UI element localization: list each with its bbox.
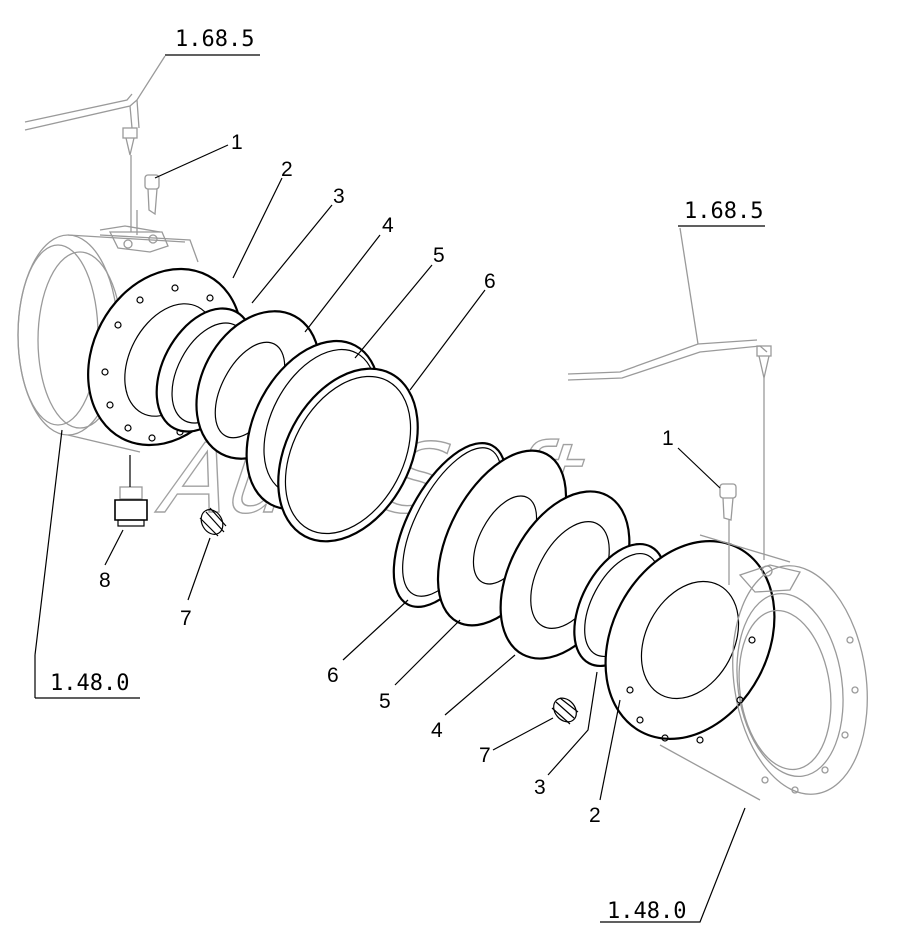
right-part-number-2: 2	[589, 804, 601, 827]
left-bolt-part-1	[144, 174, 160, 216]
right-part-number-6: 6	[327, 664, 339, 687]
right-part-number-3: 3	[534, 776, 546, 799]
right-part-number-5: 5	[379, 690, 391, 713]
right-housing-bolt-holes	[626, 636, 859, 794]
left-part-number-2: 2	[281, 158, 293, 181]
left-part-number-7: 7	[180, 607, 192, 630]
left-part-number-8: 8	[99, 569, 111, 592]
right-pipe	[567, 227, 772, 560]
left-part-number-4: 4	[382, 214, 394, 237]
left-housing-bolt-holes	[101, 284, 214, 442]
right-housing	[604, 534, 868, 801]
left-plug-part-8	[114, 486, 148, 527]
left-part-number-5: 5	[433, 244, 445, 267]
right-part-number-4: 4	[431, 719, 443, 742]
ref-label-top-left: 1.68.5	[175, 27, 254, 52]
ref-label-top-right: 1.68.5	[684, 199, 763, 224]
ref-label-bottom-left: 1.48.0	[50, 671, 129, 696]
right-part-number-7: 7	[479, 744, 491, 767]
left-pipe	[24, 55, 166, 235]
left-ring-6	[277, 367, 419, 543]
right-part-number-1: 1	[662, 427, 674, 450]
ref-label-bottom-right: 1.48.0	[607, 899, 686, 924]
left-part-number-1: 1	[231, 131, 243, 154]
right-insert-part-7	[551, 697, 579, 725]
left-insert-part-7	[199, 507, 227, 537]
left-part-number-6: 6	[484, 270, 496, 293]
leader-lines	[34, 54, 765, 923]
right-bolt-part-1	[719, 483, 737, 585]
left-part-number-3: 3	[333, 185, 345, 208]
